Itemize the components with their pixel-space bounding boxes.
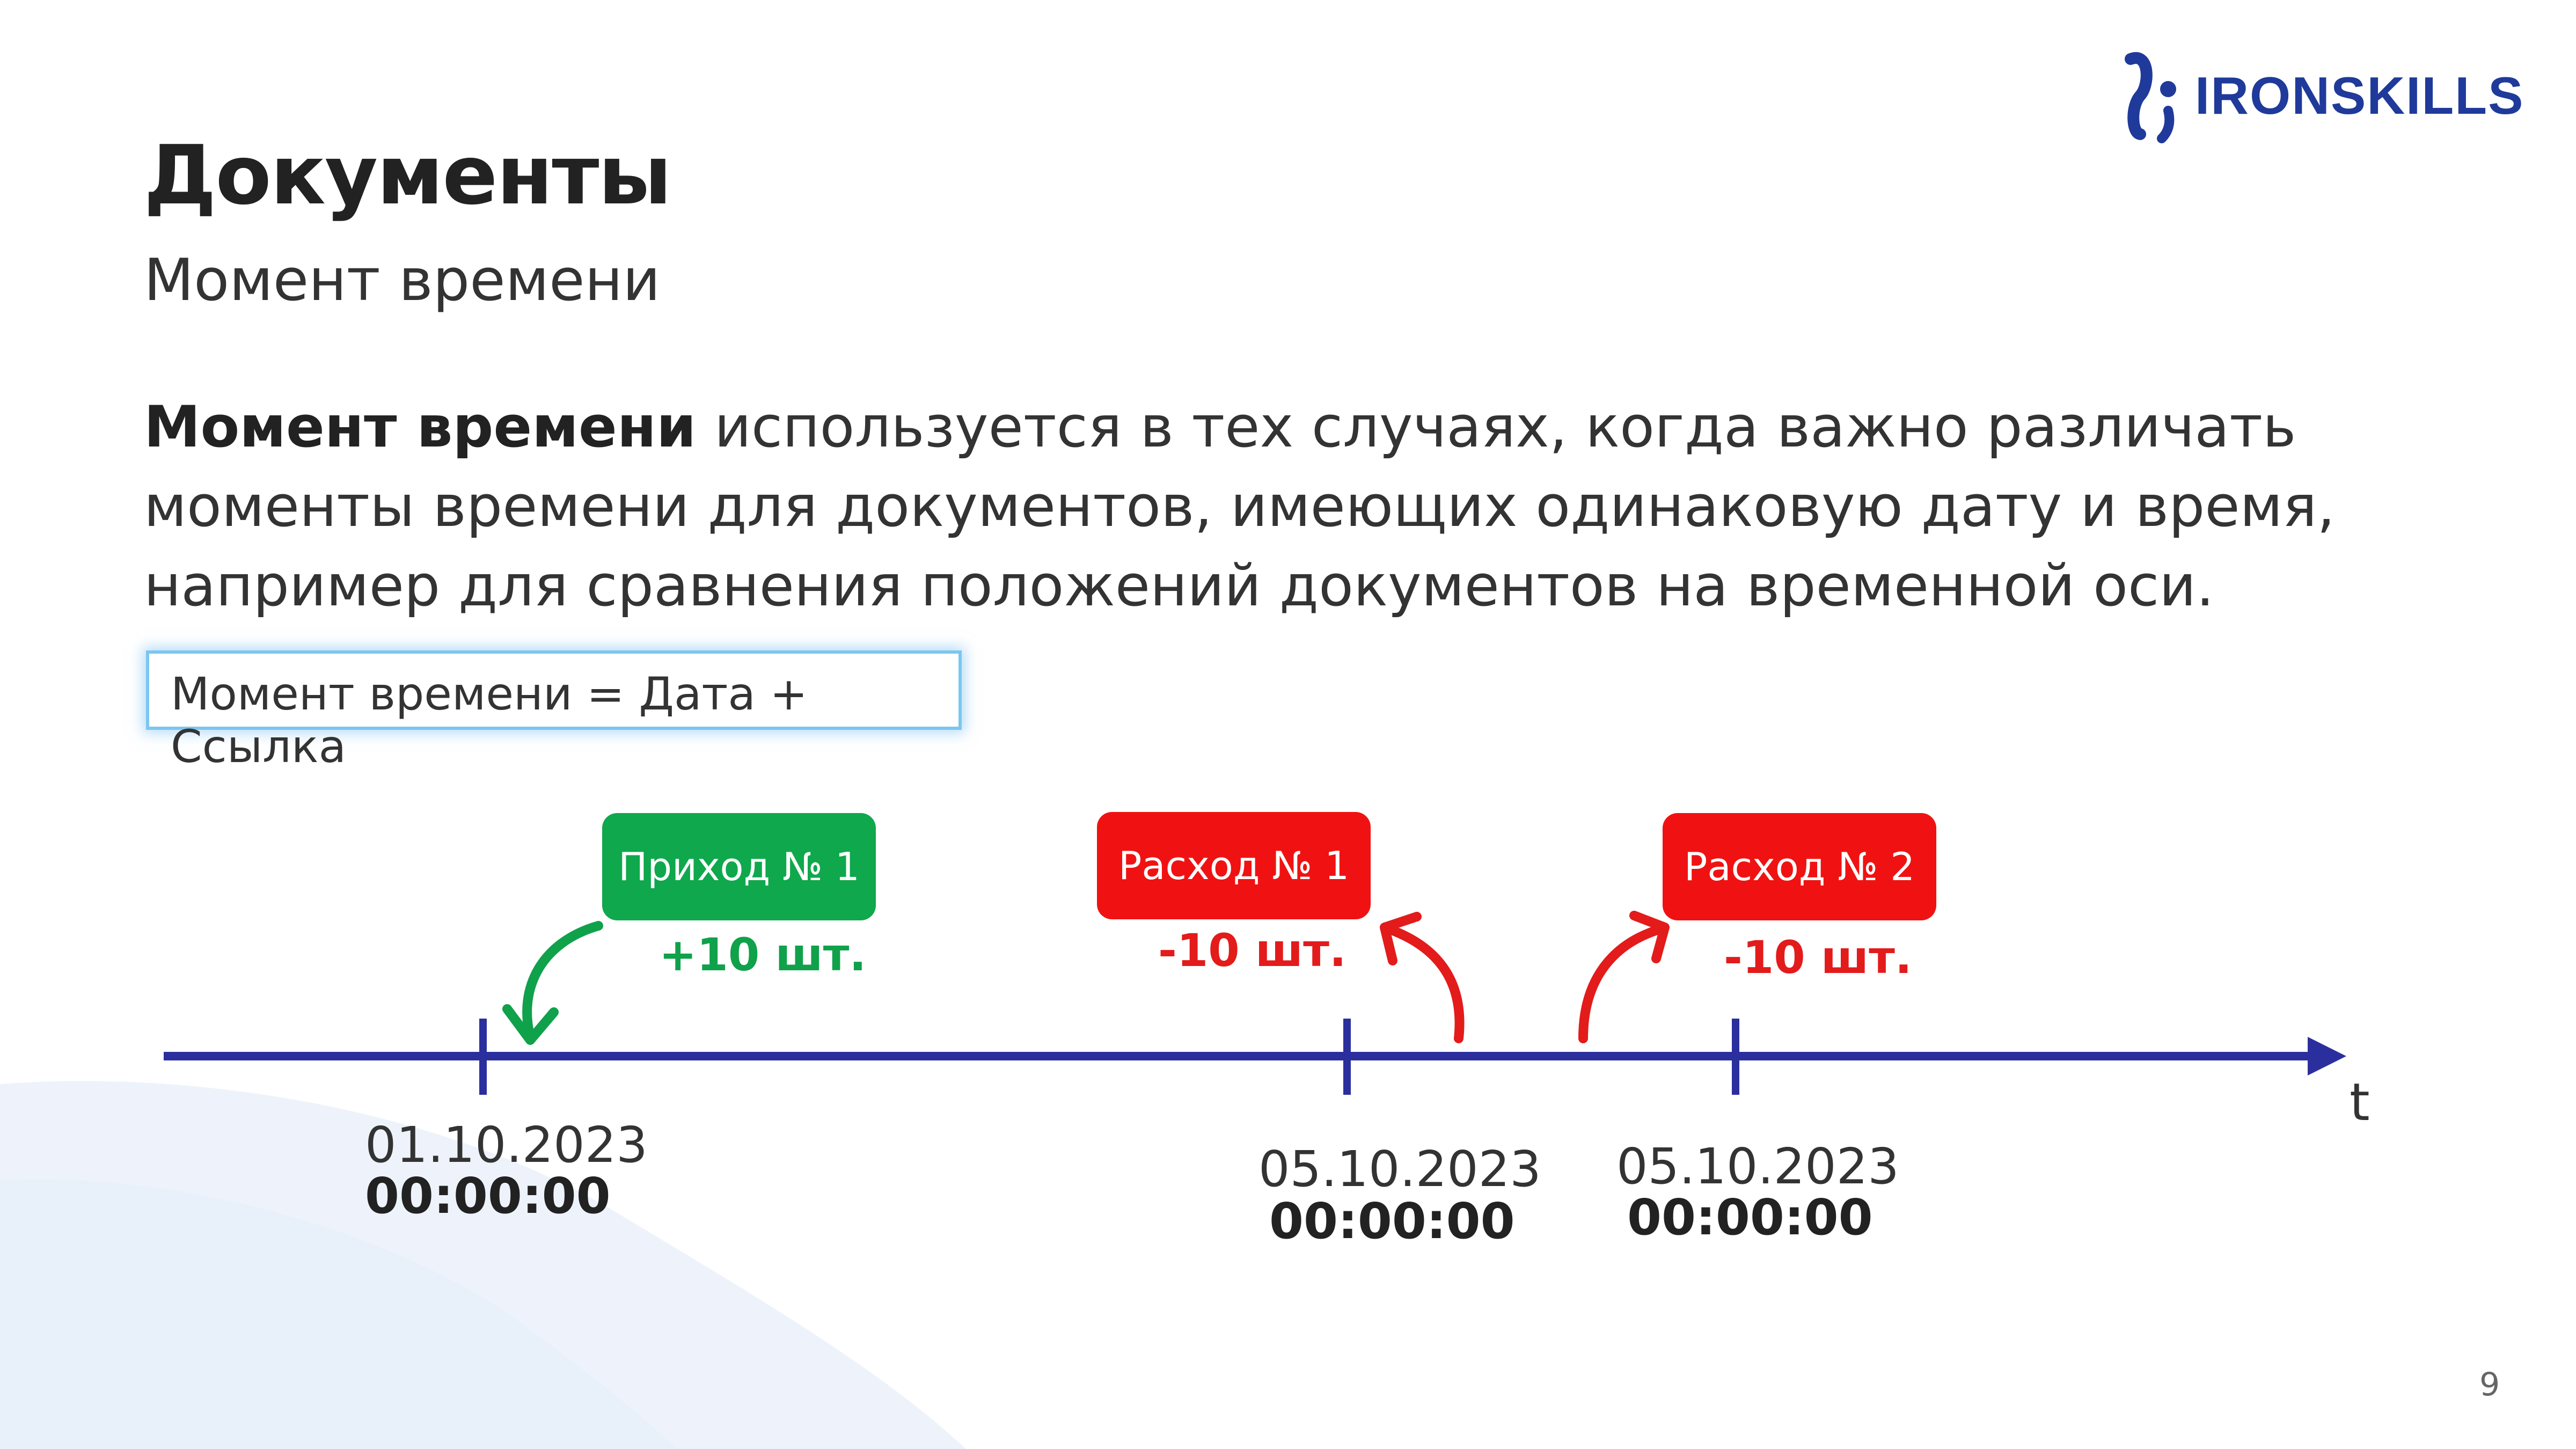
document-income-1-label: Приход № 1 — [618, 844, 860, 889]
description-paragraph: Момент времени используется в тех случая… — [144, 387, 2398, 626]
tick-1-time: 00:00:00 — [365, 1167, 611, 1225]
page-number: 9 — [2479, 1366, 2500, 1403]
brand-name: IRONSKILLS — [2195, 65, 2524, 125]
expense-1-arrowhead-icon — [1380, 912, 1422, 965]
income-arrow-icon — [522, 921, 603, 1042]
document-expense-2-label: Расход № 2 — [1684, 844, 1915, 889]
expense-1-arrow-icon — [1382, 924, 1465, 1043]
page-title: Документы — [144, 128, 672, 223]
time-axis-arrowhead — [2308, 1037, 2346, 1075]
document-income-1: Приход № 1 — [602, 813, 876, 920]
document-expense-2: Расход № 2 — [1663, 813, 1936, 920]
tick-3-time: 00:00:00 — [1627, 1189, 1873, 1246]
income-quantity: +10 шт. — [659, 928, 867, 981]
formula-box: Момент времени = Дата + Ссылка — [146, 650, 962, 773]
expense-1-quantity: -10 шт. — [1158, 924, 1346, 977]
formula-text: Момент времени = Дата + Ссылка — [171, 668, 808, 773]
tick-2-time: 00:00:00 — [1269, 1192, 1515, 1250]
document-expense-1-label: Расход № 1 — [1118, 843, 1350, 888]
time-axis-label: t — [2350, 1072, 2370, 1132]
tick-2-date: 05.10.2023 — [1258, 1140, 1541, 1198]
paragraph-body: используется в тех случаях, когда важно … — [144, 394, 2335, 619]
paragraph-lead-term: Момент времени — [144, 394, 697, 460]
income-arrowhead-icon — [502, 1004, 559, 1045]
brand-logo: IRONSKILLS — [2119, 47, 2524, 144]
expense-2-quantity: -10 шт. — [1724, 931, 1912, 984]
ironskills-logo-icon — [2125, 52, 2176, 143]
document-expense-1: Расход № 1 — [1097, 812, 1371, 919]
expense-2-arrow-icon — [1578, 924, 1667, 1043]
tick-1-date: 01.10.2023 — [365, 1116, 648, 1174]
tick-3-date: 05.10.2023 — [1616, 1138, 1899, 1195]
page-subtitle: Момент времени — [144, 247, 661, 314]
expense-2-arrowhead-icon — [1629, 911, 1670, 963]
